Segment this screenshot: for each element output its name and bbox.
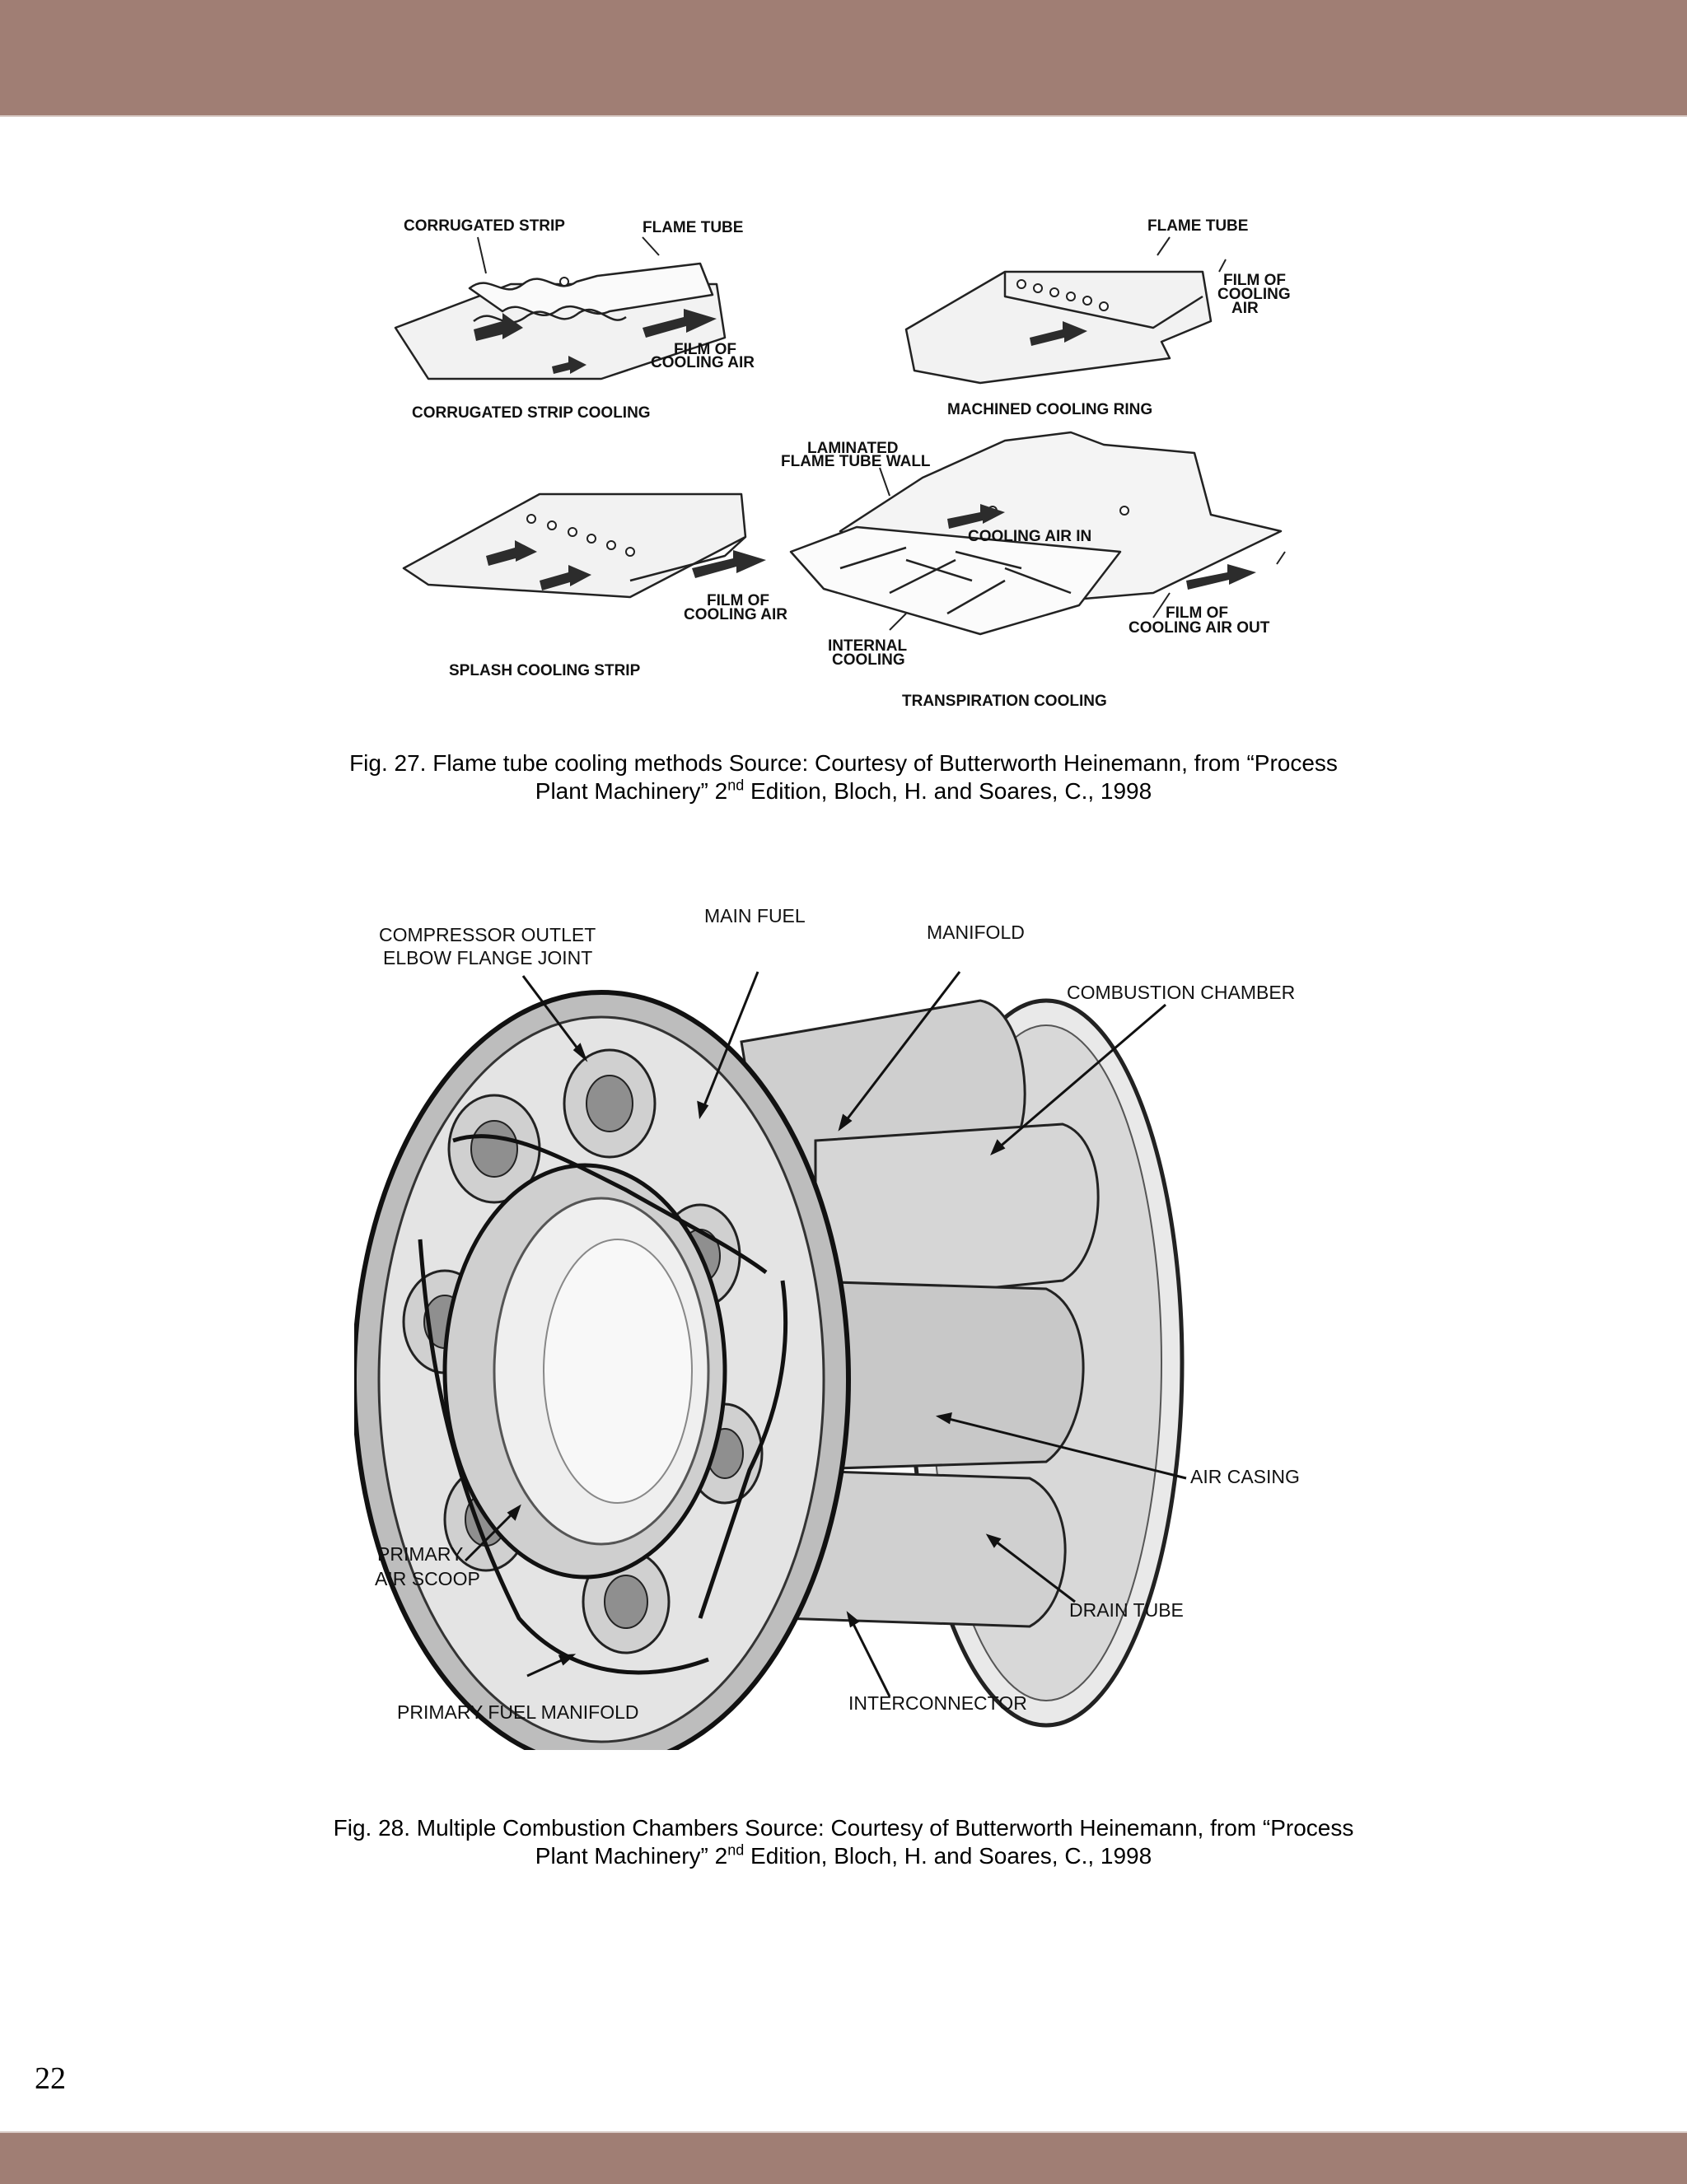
flame-tube-cooling-diagram: CORRUGATED STRIP FLAME TUBE FILM OF COOL… bbox=[394, 217, 1291, 710]
label-splash-cooling-strip: SPLASH COOLING STRIP bbox=[449, 662, 641, 679]
figure-28-illustration: COMPRESSOR OUTLET ELBOW FLANGE JOINT MAI… bbox=[354, 894, 1343, 1750]
label-corrugated-strip-cooling: CORRUGATED STRIP COOLING bbox=[412, 404, 651, 422]
label-film-1b: COOLING AIR bbox=[651, 354, 755, 371]
figure-27-illustration: CORRUGATED STRIP FLAME TUBE FILM OF COOL… bbox=[379, 206, 1326, 725]
header-band bbox=[0, 0, 1687, 117]
combustion-chamber-diagram: COMPRESSOR OUTLET ELBOW FLANGE JOINT MAI… bbox=[354, 905, 1300, 1750]
label-film-3b: COOLING AIR bbox=[684, 606, 787, 623]
label-laminated-b: FLAME TUBE WALL bbox=[781, 453, 931, 470]
label-manifold: MANIFOLD bbox=[927, 922, 1025, 943]
label-internal-a: INTERNAL bbox=[828, 637, 907, 655]
caption-28-line1: Fig. 28. Multiple Combustion Chambers So… bbox=[333, 1815, 1354, 1841]
label-flame-tube-1: FLAME TUBE bbox=[643, 219, 743, 236]
label-film-1a: FILM OF bbox=[674, 341, 736, 358]
label-flame-tube-2: FLAME TUBE bbox=[1147, 217, 1248, 235]
label-main-fuel: MAIN FUEL bbox=[704, 905, 806, 926]
label-film-4a: FILM OF bbox=[1166, 604, 1228, 622]
label-primary-fuel-manifold: PRIMARY FUEL MANIFOLD bbox=[397, 1701, 639, 1723]
label-machined-cooling-ring: MACHINED COOLING RING bbox=[947, 401, 1152, 418]
label-internal-b: COOLING bbox=[832, 651, 905, 669]
figure-28-caption: Fig. 28. Multiple Combustion Chambers So… bbox=[165, 1814, 1522, 1870]
label-air-casing: AIR CASING bbox=[1190, 1466, 1300, 1487]
page-number: 22 bbox=[35, 2061, 66, 2096]
caption-27-line1: Fig. 27. Flame tube cooling methods Sour… bbox=[349, 750, 1338, 776]
label-film-4b: COOLING AIR OUT bbox=[1129, 619, 1270, 637]
label-laminated-a: LAMINATED bbox=[807, 440, 898, 457]
label-interconnector: INTERCONNECTOR bbox=[848, 1692, 1027, 1714]
label-cooling-air-in: COOLING AIR IN bbox=[968, 528, 1091, 545]
label-primary-a: PRIMARY bbox=[377, 1543, 463, 1565]
label-film-2c: AIR bbox=[1231, 300, 1259, 317]
footer-band bbox=[0, 2131, 1687, 2184]
caption-27-line2: Plant Machinery” 2nd Edition, Bloch, H. … bbox=[535, 777, 1152, 804]
label-compressor-b: ELBOW FLANGE JOINT bbox=[383, 947, 592, 968]
label-combustion-chamber: COMBUSTION CHAMBER bbox=[1067, 982, 1295, 1003]
label-film-2b: COOLING bbox=[1217, 286, 1291, 303]
label-film-2a: FILM OF bbox=[1223, 272, 1286, 289]
label-compressor-a: COMPRESSOR OUTLET bbox=[379, 924, 596, 945]
label-film-3a: FILM OF bbox=[707, 592, 769, 609]
label-primary-b: AIR SCOOP bbox=[375, 1568, 480, 1589]
caption-28-line2: Plant Machinery” 2nd Edition, Bloch, H. … bbox=[535, 1841, 1152, 1869]
label-corrugated-strip: CORRUGATED STRIP bbox=[404, 217, 565, 235]
figure-27-caption: Fig. 27. Flame tube cooling methods Sour… bbox=[165, 749, 1522, 805]
label-transpiration-cooling: TRANSPIRATION COOLING bbox=[902, 693, 1107, 710]
label-drain-tube: DRAIN TUBE bbox=[1069, 1599, 1184, 1621]
